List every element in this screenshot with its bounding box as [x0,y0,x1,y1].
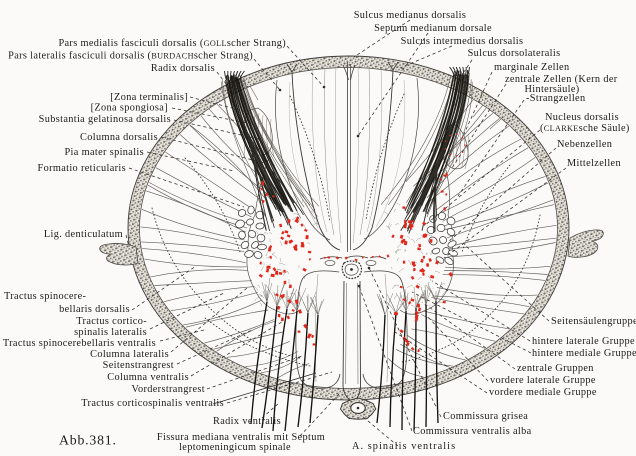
svg-text:zentrale Gruppen: zentrale Gruppen [517,363,594,374]
svg-text:(CLARKEsche Säule): (CLARKEsche Säule) [540,123,630,134]
svg-text:bellaris dorsalis: bellaris dorsalis [59,304,130,315]
svg-text:Columna lateralis: Columna lateralis [90,349,169,360]
svg-text:Fissura mediana ventralis mit: Fissura mediana ventralis mit Septum [157,432,325,443]
svg-text:Mittelzellen: Mittelzellen [567,158,621,169]
svg-text:-Strangzellen: -Strangzellen [526,93,585,104]
svg-text:Radix dorsalis: Radix dorsalis [151,63,215,74]
svg-text:Radix ventralis: Radix ventralis [213,416,281,427]
svg-text:marginale Zellen: marginale Zellen [494,62,569,73]
svg-text:Commissura ventralis alba: Commissura ventralis alba [413,426,532,437]
svg-text:Commissura grisea: Commissura grisea [443,411,528,422]
svg-text:vordere laterale Gruppe: vordere laterale Gruppe [490,375,596,386]
svg-text:hintere mediale Gruppe: hintere mediale Gruppe [532,348,636,359]
svg-text:hintere laterale Gruppe: hintere laterale Gruppe [532,336,635,347]
svg-text:A. spinalis ventralis: A. spinalis ventralis [352,441,456,452]
svg-text:Pars medialis fasciculi dorsal: Pars medialis fasciculi dorsalis (GOLLsc… [58,38,286,49]
svg-text:Hintersäule): Hintersäule) [524,84,579,95]
svg-text:Lig. denticulatum: Lig. denticulatum [44,229,123,240]
svg-text:[Zona spongiosa]: [Zona spongiosa] [91,103,168,114]
svg-text:Formatio reticularis: Formatio reticularis [38,163,127,174]
svg-text:Substantia gelatinosa dorsalis: Substantia gelatinosa dorsalis [39,114,171,125]
svg-text:leptomeningicum spinale: leptomeningicum spinale [179,442,291,453]
svg-text:Pia mater spinalis: Pia mater spinalis [64,147,144,158]
svg-text:Septum medianum dorsale: Septum medianum dorsale [374,23,492,34]
svg-text:Seitenstrangrest: Seitenstrangrest [103,360,174,371]
svg-text:Tractus cortico-: Tractus cortico- [76,316,147,327]
svg-text:Tractus corticospinalis ventra: Tractus corticospinalis ventralis [81,398,224,409]
svg-text:Nucleus dorsalis: Nucleus dorsalis [545,112,619,123]
svg-text:Columna ventralis: Columna ventralis [107,372,189,383]
svg-text:[Zona terminalis]: [Zona terminalis] [110,92,188,103]
svg-text:Sulcus dorsolateralis: Sulcus dorsolateralis [468,48,561,59]
svg-text:Columna dorsalis: Columna dorsalis [80,132,158,143]
svg-text:Abb.381.: Abb.381. [59,433,117,448]
svg-text:Nebenzellen: Nebenzellen [557,139,612,150]
svg-text:Pars lateralis fasciculi dorsa: Pars lateralis fasciculi dorsalis (BURDA… [8,51,253,62]
svg-text:spinalis lateralis: spinalis lateralis [74,327,147,338]
svg-text:Sulcus intermedius dorsalis: Sulcus intermedius dorsalis [401,36,524,47]
svg-text:Sulcus medianus dorsalis: Sulcus medianus dorsalis [354,10,467,21]
svg-text:Tractus spinocerebellaris vent: Tractus spinocerebellaris ventralis [3,338,156,349]
svg-text:Seitensäulengruppe: Seitensäulengruppe [551,316,636,327]
svg-text:Tractus spinocere-: Tractus spinocere- [4,291,86,302]
svg-text:zentrale Zellen (Kern der: zentrale Zellen (Kern der [505,74,618,85]
svg-text:Vorderstrangrest: Vorderstrangrest [132,384,205,395]
svg-text:vordere mediale Gruppe: vordere mediale Gruppe [489,387,597,398]
